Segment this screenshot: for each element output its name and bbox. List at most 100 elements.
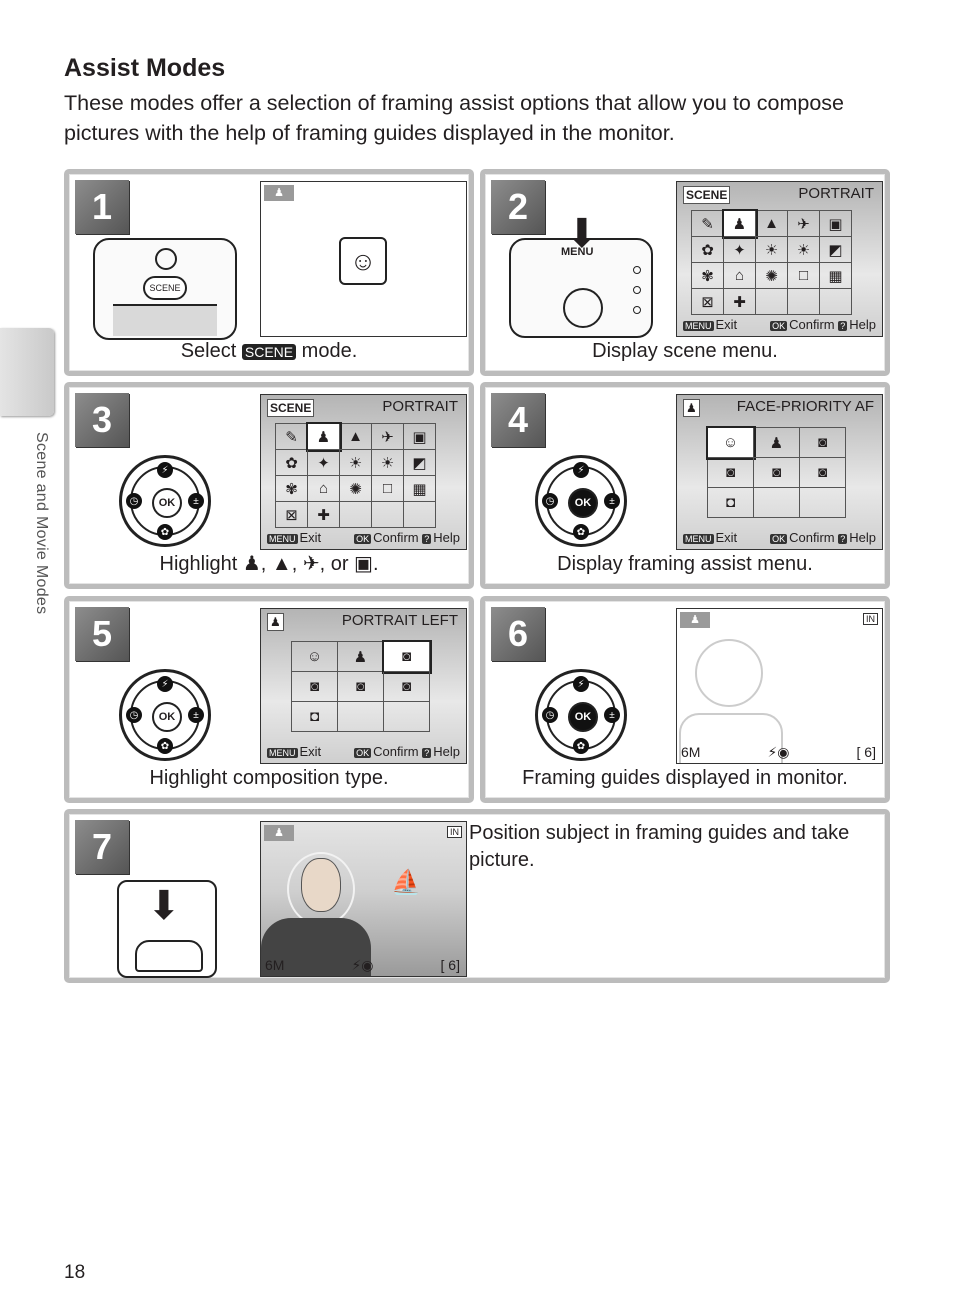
scene-grid-item: ▲ <box>340 424 372 450</box>
step-number: 6 <box>491 607 545 661</box>
framing-grid: ☺ ♟ ◙ ◙ ◙ ◙ ◘ <box>706 426 846 518</box>
step-number: 5 <box>75 607 129 661</box>
indicator-icon <box>633 266 641 274</box>
exposure-icon: ± <box>604 493 620 509</box>
shutter-button-icon <box>155 248 177 270</box>
step-caption: Highlight ♟, ▲, ✈, or ▣. <box>159 553 379 575</box>
portrait-scene-icon: ♟ <box>264 185 294 201</box>
flash-icon: ⚡ <box>157 676 173 692</box>
internal-memory-icon: IN <box>447 826 462 838</box>
monitor-screen: ♟ IN 6M ⚡◉ [ 6] <box>676 608 883 764</box>
scene-grid-item: ⊠ <box>692 289 724 315</box>
framing-grid-item <box>338 702 384 732</box>
multi-selector-dial: ⚡ ✿ ◷ ± OK <box>119 455 211 547</box>
framing-grid-item: ◙ <box>800 428 846 458</box>
scene-grid-item: ✾ <box>692 263 724 289</box>
scene-grid-item <box>788 289 820 315</box>
menu-header-right: FACE-PRIORITY AF <box>736 398 874 415</box>
scene-grid-item <box>404 502 436 528</box>
section-tab <box>0 328 54 416</box>
step-caption: Display framing assist menu. <box>557 553 813 575</box>
multi-selector-dial: ⚡ ✿ ◷ ± OK <box>119 669 211 761</box>
macro-icon: ✿ <box>157 524 173 540</box>
page-title: Assist Modes <box>64 54 226 82</box>
scene-grid-item: ✎ <box>692 211 724 237</box>
framing-grid-item: ☺ <box>292 642 338 672</box>
portrait-scene-icon: ♟ <box>680 612 710 628</box>
scene-grid-item: ☀ <box>788 237 820 263</box>
step-7: 7 ⬇ ♟ IN ⛵ 6M ⚡◉ [ 6] Position subject i… <box>64 809 890 983</box>
step-5: 5 ⚡ ✿ ◷ ± OK ♟ PORTRAIT LEFT ☺ ♟ ◙ ◙ ◙ ◙… <box>64 596 474 803</box>
framing-grid-item <box>754 488 800 518</box>
scene-grid-item: □ <box>788 263 820 289</box>
framing-grid-item: ♟ <box>338 642 384 672</box>
menu-header-right: PORTRAIT <box>798 185 874 202</box>
step-4: 4 ⚡ ✿ ◷ ± OK ♟ FACE-PRIORITY AF ☺ ♟ ◙ ◙ … <box>480 382 890 589</box>
monitor-screen: ♟ ☺ <box>260 181 467 337</box>
subject-body <box>261 918 371 976</box>
shutter-press-illustration: ⬇ <box>117 880 217 978</box>
self-timer-icon: ◷ <box>126 707 142 723</box>
arrow-down-icon: ⬇ <box>147 884 181 928</box>
framing-grid-item: ♟ <box>754 428 800 458</box>
portrait-scene-icon: ♟ <box>264 825 294 841</box>
framing-grid-item: ◙ <box>338 672 384 702</box>
scene-grid-item: ▦ <box>820 263 852 289</box>
scene-grid-item: ✿ <box>692 237 724 263</box>
indicator-icon <box>633 306 641 314</box>
ok-button: OK <box>152 702 182 732</box>
framing-guide-head <box>695 639 763 707</box>
framing-grid-item: ☺ <box>706 426 756 460</box>
macro-icon: ✿ <box>157 738 173 754</box>
step-caption: Display scene menu. <box>592 340 778 362</box>
scene-grid-item <box>820 289 852 315</box>
scene-grid-item: ◩ <box>404 450 436 476</box>
framing-grid-item: ◘ <box>708 488 754 518</box>
scene-menu-screen: SCENE PORTRAIT ✎ ♟ ▲ ✈ ▣ ✿ ✦ ☀ ☀ ◩ ✾ ⌂ ✺… <box>260 394 467 550</box>
step-caption: Framing guides displayed in monitor. <box>522 767 848 789</box>
framing-grid-item: ◙ <box>292 672 338 702</box>
step-6: 6 ⚡ ✿ ◷ ± OK ♟ IN 6M ⚡◉ [ 6] Framing gui… <box>480 596 890 803</box>
self-timer-icon: ◷ <box>542 707 558 723</box>
status-bar: 6M ⚡◉ [ 6] <box>265 957 460 973</box>
scene-grid-item <box>340 502 372 528</box>
scene-grid-item: ♟ <box>306 422 342 452</box>
menu-header-left: ♟ <box>683 399 700 417</box>
scene-grid-item: ✚ <box>724 289 756 315</box>
mode-dial-scene: SCENE <box>143 276 187 300</box>
camera-back-illustration: MENU ⬇ <box>509 214 653 338</box>
scene-grid-item: ▣ <box>404 424 436 450</box>
step-caption: Position subject in framing guides and t… <box>469 822 850 871</box>
scene-grid-item: ♟ <box>722 209 758 239</box>
ok-button: OK <box>568 702 598 732</box>
step-number: 4 <box>491 393 545 447</box>
step-1: 1 SCENE ♟ ☺ Select SCENE mode. <box>64 169 474 376</box>
framing-guide-body <box>679 713 783 763</box>
scene-grid-item: ☀ <box>340 450 372 476</box>
scene-grid: ✎ ♟ ▲ ✈ ▣ ✿ ✦ ☀ ☀ ◩ ✾ ⌂ ✺ □ ▦ ⊠ ✚ <box>275 422 436 528</box>
scene-grid-item: ✎ <box>276 424 308 450</box>
ok-button: OK <box>568 488 598 518</box>
framing-grid-item <box>800 488 846 518</box>
scene-grid-item: ✺ <box>340 476 372 502</box>
step-number: 7 <box>75 820 129 874</box>
scene-grid-item: ▲ <box>756 211 788 237</box>
scene-grid-item: ✚ <box>308 502 340 528</box>
framing-grid-item: ◙ <box>754 458 800 488</box>
step-number: 2 <box>491 180 545 234</box>
status-bar: 6M ⚡◉ [ 6] <box>681 744 876 760</box>
flash-icon: ⚡ <box>573 462 589 478</box>
menu-header-right: PORTRAIT LEFT <box>341 612 458 629</box>
sailboat-icon: ⛵ <box>391 869 421 896</box>
framing-grid-item: ◙ <box>708 458 754 488</box>
scene-grid-item: ☀ <box>372 450 404 476</box>
menu-header-left: SCENE <box>683 186 731 204</box>
step-number: 3 <box>75 393 129 447</box>
smile-face-icon: ☺ <box>339 237 387 285</box>
scene-grid-item: ☀ <box>756 237 788 263</box>
arrow-down-icon: ⬇ <box>565 212 599 256</box>
